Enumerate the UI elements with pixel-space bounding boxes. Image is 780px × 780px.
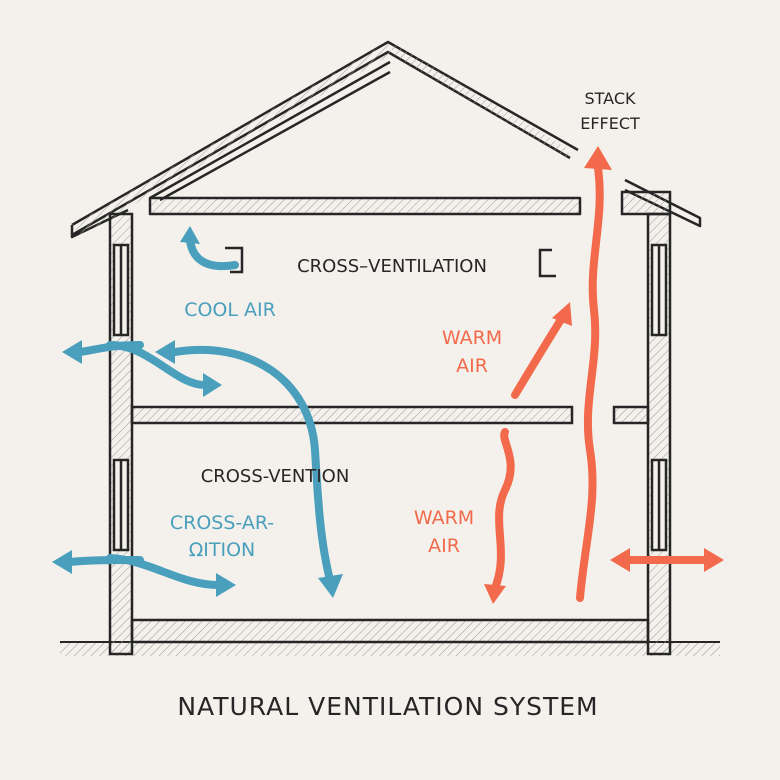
cool-air-in-upper-arrow <box>106 341 209 389</box>
warm-air-arrows <box>484 146 724 604</box>
floors <box>130 405 650 644</box>
stack-effect-label-line1: STACK <box>584 89 636 108</box>
cool-air-sweep-arrow <box>171 345 334 584</box>
warm-air-upper-label-line1: WARM <box>442 327 502 349</box>
stack-effect-arrow <box>576 164 604 602</box>
ground <box>60 641 720 656</box>
cross-ventilation-upper-label: CROSS–VENTILATION <box>297 256 487 277</box>
labels: STACK EFFECT CROSS–VENTILATION COOL AIR … <box>170 89 640 721</box>
cross-ar-label-line1: CROSS-AR- <box>170 512 274 534</box>
warm-air-lower-label-line2: AIR <box>428 535 460 557</box>
walls <box>108 190 672 656</box>
cool-air-arrows <box>52 226 343 598</box>
stack-effect-label-line2: EFFECT <box>580 114 640 133</box>
diagram-title: NATURAL VENTILATION SYSTEM <box>177 692 598 721</box>
cool-air-label: COOL AIR <box>184 299 276 321</box>
roof <box>70 40 702 239</box>
vent-brackets <box>225 246 556 278</box>
cool-air-curl-arrow <box>186 236 239 271</box>
cross-vention-lower-label: CROSS-VENTION <box>201 466 350 487</box>
warm-air-upper-label-line2: AIR <box>456 355 488 377</box>
warm-air-lower-arrow <box>491 428 515 592</box>
warm-air-lower-label-line1: WARM <box>414 507 474 529</box>
cross-ar-label-line2: ΩITION <box>189 539 256 561</box>
warm-air-upper-arrow <box>511 314 566 399</box>
cool-air-in-lower-arrow <box>106 554 222 589</box>
